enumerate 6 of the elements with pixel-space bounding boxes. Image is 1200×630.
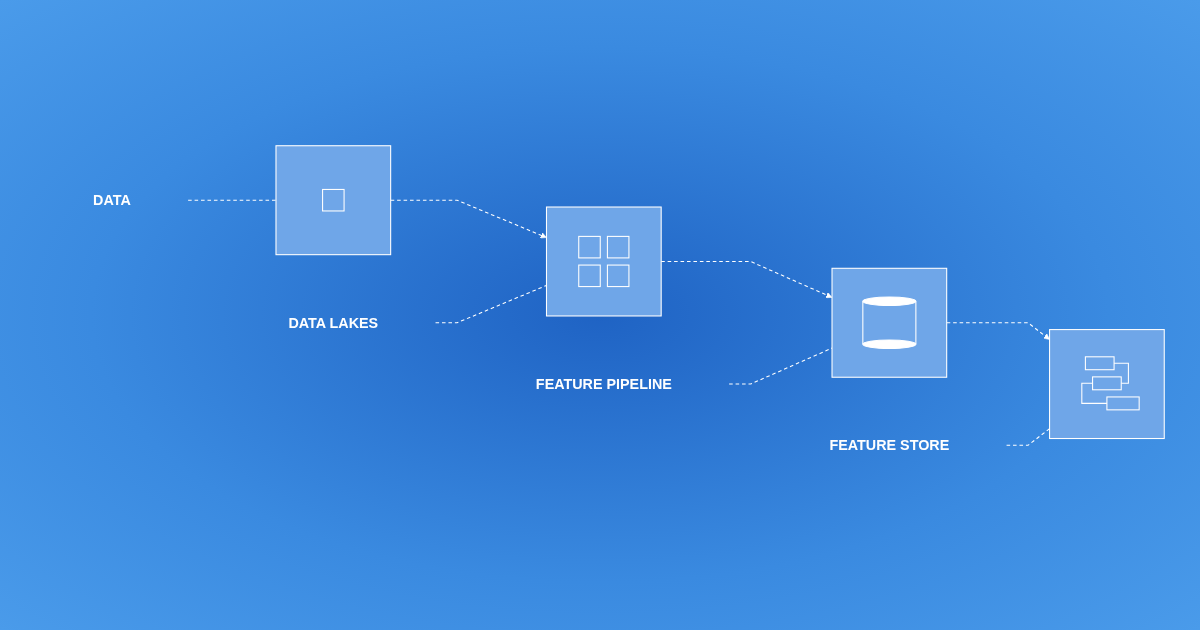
label-text: FEATURE STORE bbox=[829, 436, 950, 455]
connector-arrow bbox=[390, 199, 547, 239]
label-text: DATA bbox=[93, 191, 131, 210]
label-text: FEATURE PIPELINE bbox=[535, 374, 672, 394]
label-text: DATA LAKES bbox=[288, 313, 379, 333]
connector-arrow bbox=[946, 321, 1050, 340]
